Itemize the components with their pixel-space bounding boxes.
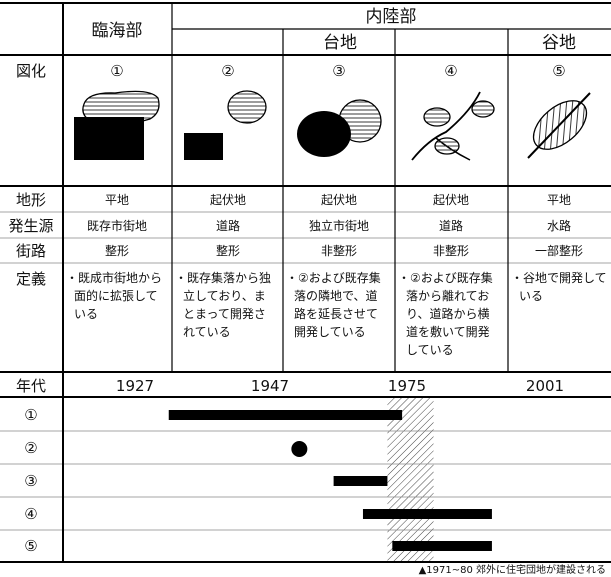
street-2: 整形 <box>216 243 240 258</box>
origin-5: 水路 <box>547 218 571 233</box>
definition-3: ・②および既存集 落の隣地で、道 路を延長させて 開発している <box>286 270 385 339</box>
header-valley: 谷地 <box>542 33 576 53</box>
footnote: ▲1971~80 郊外に住宅団地が建設される <box>419 563 606 576</box>
definition-cells: ・既成市街地から 面的に拡張して いる ・既存集落から独 立しており、ま とまっ… <box>66 270 610 357</box>
street-4: 非整形 <box>433 243 469 258</box>
figure-num-1: ① <box>110 62 123 80</box>
origin-cells: 既存市街地 道路 独立市街地 道路 水路 <box>87 218 571 233</box>
timeline-row-label-2: ② <box>24 439 37 457</box>
landform-2: 起伏地 <box>210 193 246 207</box>
row-label-era: 年代 <box>16 377 46 395</box>
landform-cells: 平地 起伏地 起伏地 起伏地 平地 <box>105 193 571 207</box>
hatched-period-1971-80 <box>387 397 434 562</box>
row-label-street: 街路 <box>16 242 46 260</box>
landform-4: 起伏地 <box>433 193 469 207</box>
figure-num-5: ⑤ <box>552 62 565 80</box>
figure-num-3: ③ <box>332 62 345 80</box>
figure-num-4: ④ <box>444 62 457 80</box>
street-cells: 整形 整形 非整形 非整形 一部整形 <box>105 243 583 258</box>
row-label-landform: 地形 <box>16 191 46 209</box>
year-axis-labels: 1927 1947 1975 2001 <box>116 377 564 395</box>
figure-num-2: ② <box>221 62 234 80</box>
landform-1: 平地 <box>105 193 129 207</box>
definition-1: ・既成市街地から 面的に拡張して いる <box>66 270 166 321</box>
landform-3: 起伏地 <box>321 193 357 207</box>
landform-5: 平地 <box>547 193 571 207</box>
definition-2: ・既存集落から独 立しており、ま とまって開発さ れている <box>175 270 275 339</box>
row-label-origin: 発生源 <box>8 217 53 235</box>
header-plateau: 台地 <box>323 33 357 53</box>
year-label-1927: 1927 <box>116 377 154 395</box>
header-inland: 内陸部 <box>366 7 417 27</box>
timeline-row-label-5: ⑤ <box>24 537 37 555</box>
street-3: 非整形 <box>321 243 357 258</box>
timeline-marks <box>168 410 492 551</box>
timeline-bar-4 <box>362 509 492 519</box>
origin-4: 道路 <box>439 218 463 233</box>
origin-1: 既存市街地 <box>87 218 147 233</box>
timeline-bar-5 <box>392 541 492 551</box>
year-label-1947: 1947 <box>251 377 289 395</box>
year-label-1975: 1975 <box>388 377 426 395</box>
street-1: 整形 <box>105 243 129 258</box>
timeline-dot-2 <box>291 441 308 457</box>
definition-5: ・谷地で開発して いる <box>511 271 610 303</box>
diagram-4-road-side-development <box>411 91 495 161</box>
diagram-2-independent-development <box>184 90 267 160</box>
timeline-bar-3 <box>333 476 388 486</box>
definition-4: ・②および既存集 落から離れてお り、道路から横 道を敷いて開発 している <box>398 270 497 357</box>
timeline-row-label-1: ① <box>24 406 37 424</box>
origin-2: 道路 <box>216 218 240 233</box>
origin-3: 独立市街地 <box>309 218 369 233</box>
diagram-5-valley-development <box>527 92 591 159</box>
diagram-3-adjacent-development <box>297 99 382 157</box>
row-label-figure: 図化 <box>16 62 46 80</box>
timeline-bar-1 <box>168 410 403 420</box>
year-label-2001: 2001 <box>526 377 564 395</box>
timeline-row-label-4: ④ <box>24 505 37 523</box>
header-coastal: 臨海部 <box>92 21 143 41</box>
street-5: 一部整形 <box>535 243 583 258</box>
diagram-1-existing-town-expansion <box>74 90 160 160</box>
row-label-definition: 定義 <box>16 270 46 288</box>
timeline-row-label-3: ③ <box>24 472 37 490</box>
table-grid <box>0 2 611 563</box>
